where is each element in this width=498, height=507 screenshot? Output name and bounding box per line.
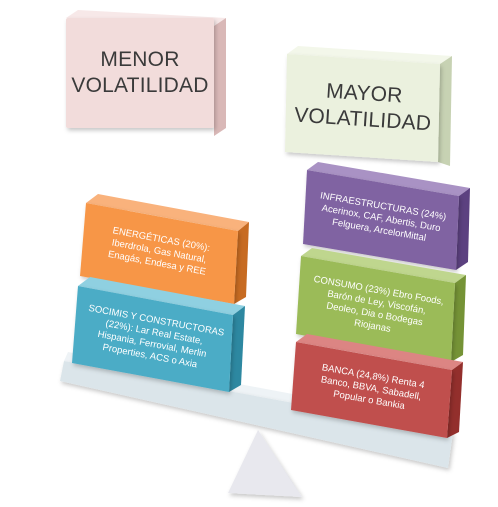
box-banca bbox=[291, 334, 463, 438]
menor-line-1: MENOR bbox=[100, 48, 180, 71]
menor-volatilidad-label: MENOR VOLATILIDAD bbox=[66, 18, 214, 128]
fulcrum bbox=[228, 430, 302, 497]
box-socimis bbox=[72, 277, 245, 392]
header-box-mayor bbox=[285, 46, 452, 166]
menor-line-2: VOLATILIDAD bbox=[71, 74, 209, 97]
box-infraestructuras bbox=[303, 162, 470, 270]
mayor-volatilidad-label: MAYOR VOLATILIDAD bbox=[284, 53, 443, 161]
header-box-menor bbox=[66, 10, 226, 136]
box-consumo bbox=[296, 248, 466, 362]
box-energeticas bbox=[80, 194, 249, 304]
